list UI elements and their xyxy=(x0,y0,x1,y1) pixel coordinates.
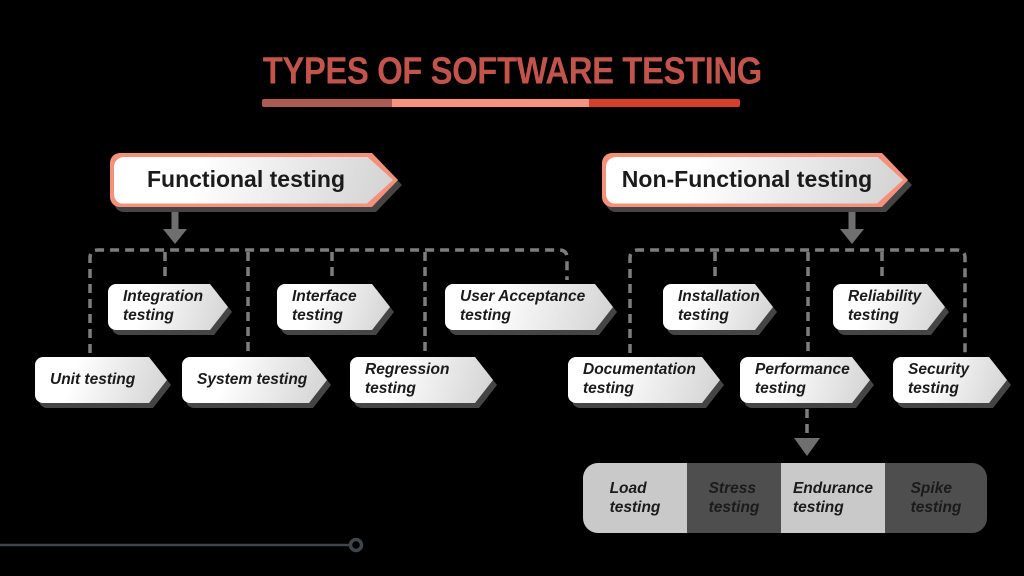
node-label: System testing xyxy=(197,370,308,388)
node-performance-testing: Performance testing xyxy=(740,357,870,403)
page-title: TYPES OF SOFTWARE TESTING xyxy=(262,50,762,93)
node-label: Unit testing xyxy=(50,370,136,388)
node-installation-testing: Installation testing xyxy=(663,284,773,330)
node-documentation-testing: Documentation testing xyxy=(568,357,720,403)
node-label: Performance testing xyxy=(755,361,850,397)
subtype-stress-testing: Stress testing xyxy=(687,463,781,533)
node-label: Security testing xyxy=(908,361,970,397)
node-system-testing: System testing xyxy=(182,357,327,403)
pennant-face xyxy=(663,284,773,330)
node-integration-testing: Integration testing xyxy=(108,284,228,330)
node-security-testing: Security testing xyxy=(893,357,1007,403)
title-underline xyxy=(262,99,740,107)
node-label: User Acceptance testing xyxy=(460,288,586,324)
subtype-label: Endurance testing xyxy=(792,479,874,516)
branch-label: Non-Functional testing xyxy=(621,166,873,193)
pennant-face xyxy=(445,284,613,330)
underline-segment xyxy=(392,99,589,107)
pennant-face xyxy=(833,284,945,330)
branch-label: Functional testing xyxy=(146,166,346,193)
pennant-face xyxy=(277,284,390,330)
underline-segment xyxy=(589,99,740,107)
performance-down-arrow-icon xyxy=(794,438,820,456)
pennant-face xyxy=(182,357,327,403)
node-label: Integration testing xyxy=(123,288,204,324)
node-label: Documentation testing xyxy=(583,361,696,397)
branch-non-functional-testing: Non-Functional testing xyxy=(602,153,908,207)
nonfunctional-down-arrow-icon xyxy=(840,229,864,244)
pennant-face xyxy=(350,357,493,403)
functional-branch-connector xyxy=(88,248,569,353)
subtype-label: Load testing xyxy=(609,479,661,516)
functional-down-arrow-icon xyxy=(163,229,187,244)
subtype-spike-testing: Spike testing xyxy=(885,463,987,533)
node-label: Regression testing xyxy=(365,361,450,397)
pennant-face xyxy=(606,157,904,204)
node-label: Interface testing xyxy=(292,288,357,324)
pennant-face xyxy=(740,357,870,403)
pennant-face xyxy=(35,357,167,403)
pennant-face xyxy=(568,357,720,403)
subtype-label: Spike testing xyxy=(910,479,962,516)
nonfunctional-down-arrow-stem xyxy=(848,206,856,230)
subtype-load-testing: Load testing xyxy=(583,463,687,533)
performance-subtypes-group: Load testing Stress testing Endurance te… xyxy=(583,463,987,533)
pennant-face xyxy=(114,157,394,204)
node-interface-testing: Interface testing xyxy=(277,284,390,330)
functional-down-arrow-stem xyxy=(171,206,179,230)
subtype-label: Stress testing xyxy=(708,479,760,516)
nonfunctional-branch-connector xyxy=(628,248,967,353)
footer-baseline-endpoint-icon xyxy=(348,537,364,553)
node-reliability-testing: Reliability testing xyxy=(833,284,945,330)
node-label: Reliability testing xyxy=(848,288,922,324)
node-unit-testing: Unit testing xyxy=(35,357,167,403)
branch-functional-testing: Functional testing xyxy=(110,153,398,207)
node-regression-testing: Regression testing xyxy=(350,357,493,403)
pennant-face xyxy=(893,357,1007,403)
node-label: Installation testing xyxy=(678,288,760,324)
page-header: TYPES OF SOFTWARE TESTING xyxy=(0,50,1024,107)
node-user-acceptance-testing: User Acceptance testing xyxy=(445,284,613,330)
pennant-face xyxy=(108,284,228,330)
underline-segment xyxy=(262,99,392,107)
subtype-endurance-testing: Endurance testing xyxy=(781,463,885,533)
